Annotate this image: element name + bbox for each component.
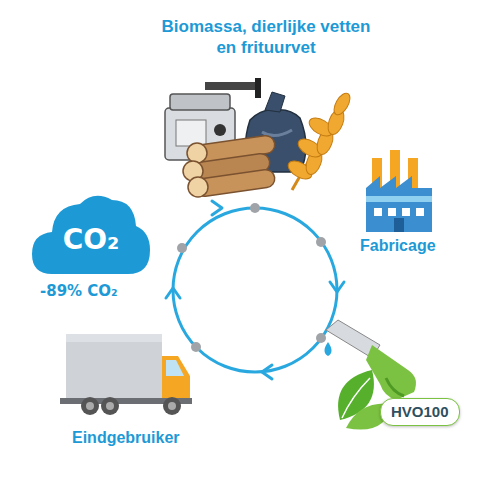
fuel-badge: HVO100 [380, 398, 460, 426]
reduction-label: -89% CO₂ [40, 282, 170, 301]
step-label: Fabricage [360, 236, 480, 256]
badge-text: HVO100 [391, 403, 449, 421]
cycle-arrows [166, 201, 344, 379]
co2-cloud: CO₂ [30, 188, 152, 276]
cycle-circle [173, 208, 337, 372]
cloud-outline [32, 196, 150, 274]
cloud-text: CO₂ [63, 223, 120, 256]
factory-icon [366, 150, 432, 232]
truck-icon [60, 334, 192, 415]
step-label: Eindgebruiker [72, 428, 232, 448]
logs-icon [183, 135, 276, 198]
source-label: Biomassa, dierlijke vetten en frituurvet [150, 16, 382, 59]
wheat-icon [285, 91, 353, 190]
cycle-dots [177, 203, 326, 352]
